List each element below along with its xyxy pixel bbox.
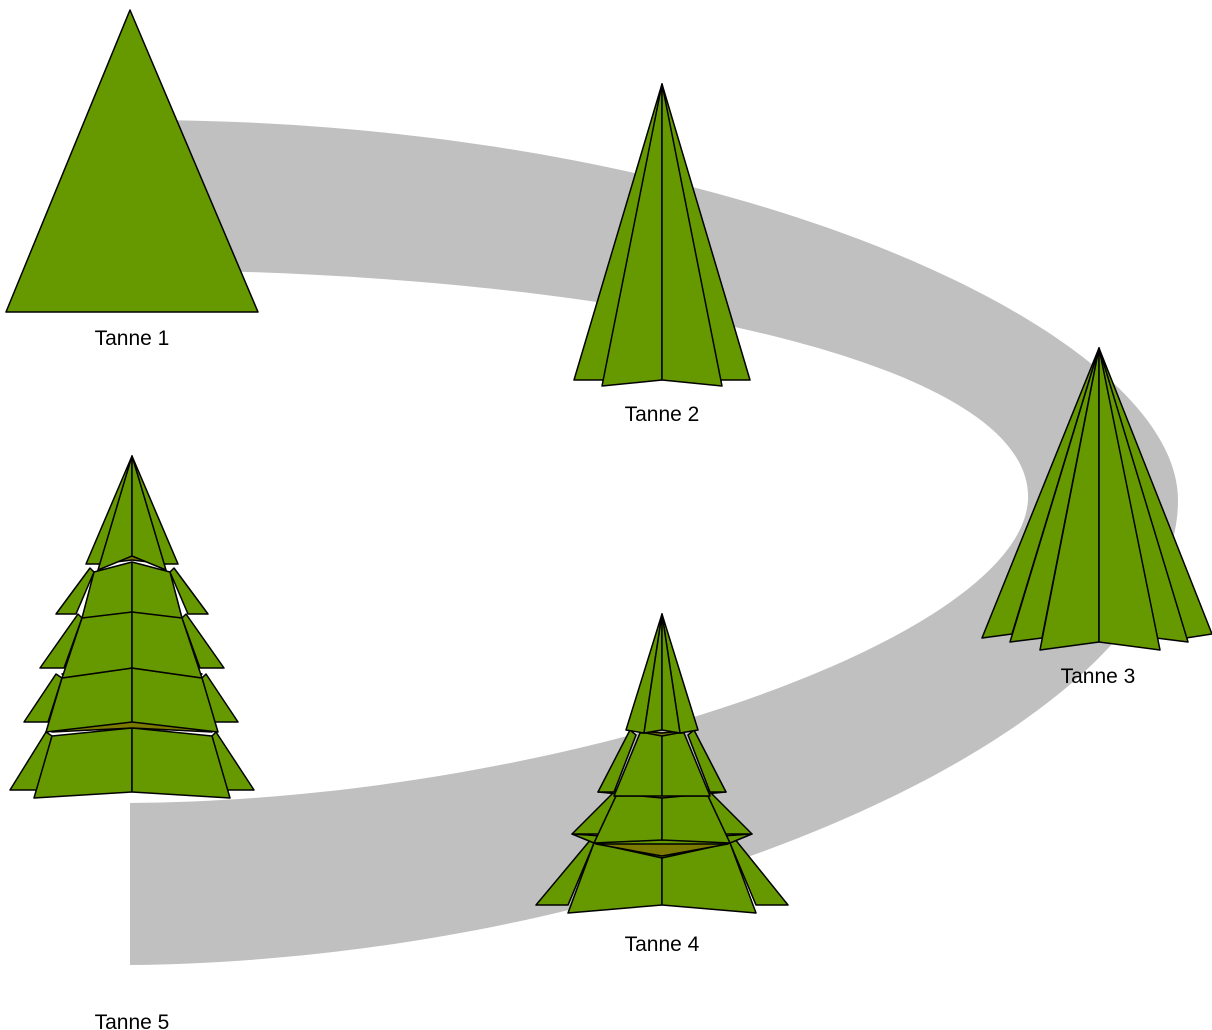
tree-4-tier: [597, 729, 637, 793]
tree-4-underside: [595, 843, 729, 857]
tree-label-3: Tanne 3: [1060, 665, 1136, 688]
tree-5-panel: [131, 455, 167, 571]
tree-5-panel: [131, 561, 183, 619]
tree-4-tier: [687, 729, 727, 793]
tree-5-tier: [55, 567, 95, 615]
tree-5-tier: [169, 567, 209, 615]
tree-label-5: Tanne 5: [94, 1011, 170, 1030]
tree-1-cone: [5, 9, 259, 313]
tree-5-panel: [97, 455, 133, 571]
tree-label-4: Tanne 4: [624, 933, 700, 956]
tree-5-tier: [181, 613, 225, 669]
track-ring: [130, 119, 1178, 965]
tree-label-1: Tanne 1: [94, 327, 170, 350]
tree-5-tier: [39, 613, 83, 669]
tree-1: [5, 9, 259, 313]
tree-5-tier: [23, 673, 63, 723]
tree-4-panel: [661, 842, 757, 914]
tree-4: [535, 613, 789, 914]
tree-3-panel: [1098, 347, 1161, 651]
tree-4-panel: [661, 613, 681, 734]
tree-label-2: Tanne 2: [624, 403, 700, 426]
tree-3: [981, 347, 1212, 651]
tree-2: [573, 83, 751, 387]
tree-5: [9, 455, 255, 799]
tree-2-panel: [661, 83, 723, 387]
tree-5-panel: [131, 727, 231, 799]
